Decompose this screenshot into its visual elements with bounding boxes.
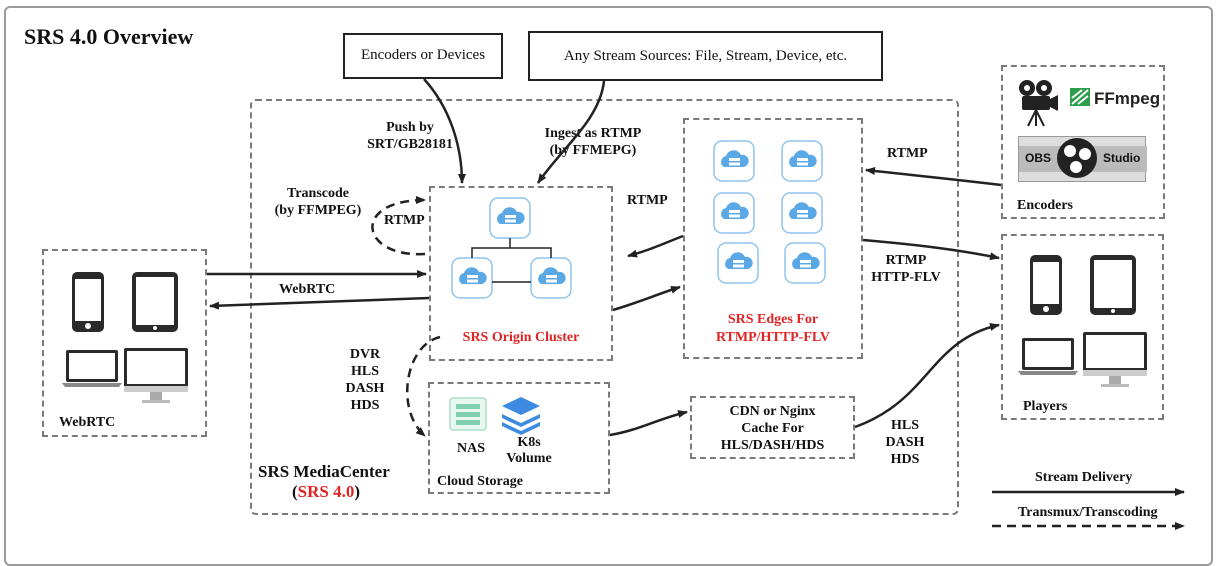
- push-label-line1: Push by: [386, 120, 434, 135]
- paren-close: ): [354, 482, 361, 501]
- edge-to-origin-arrow: [627, 234, 684, 258]
- encoders-or-devices-box: Encoders or Devices: [343, 33, 503, 79]
- edges-to-players-arrow: [862, 238, 1000, 261]
- webrtc-tablet-icon: [132, 272, 178, 332]
- edge-server-5-icon: [717, 242, 759, 284]
- mediacenter-version: SRS 4.0: [297, 482, 355, 501]
- cdn-box: CDN or Nginx Cache For HLS/DASH/HDS: [690, 396, 855, 459]
- origin-connector: [471, 238, 552, 283]
- transcode-label-line2: (by FFMPEG): [274, 203, 362, 218]
- cdn-label-line3: HLS/DASH/HDS: [720, 438, 825, 453]
- k8s-label-line2: Volume: [506, 451, 552, 466]
- ingest-label-line1: Ingest as RTMP: [544, 126, 642, 141]
- webrtc-arrow-label: WebRTC: [279, 282, 336, 297]
- webrtc-clients-box: WebRTC: [42, 249, 207, 437]
- out-hds-label: HDS: [890, 452, 920, 467]
- nas-label: NAS: [457, 441, 486, 456]
- ingest-arrow: [536, 80, 606, 184]
- paren-open: (: [292, 482, 298, 501]
- webrtc-laptop-icon: [62, 350, 122, 387]
- cloud-storage-label: Cloud Storage: [437, 474, 523, 489]
- edge-server-3-icon: [713, 192, 755, 234]
- origin-server-right-icon: [530, 257, 572, 299]
- players-box: Players: [1001, 234, 1164, 420]
- players-tablet-icon: [1090, 255, 1136, 315]
- movie-camera-icon: [1019, 80, 1058, 127]
- rtmp-players-label-line1: RTMP: [885, 253, 927, 268]
- mediacenter-version-line: (SRS 4.0): [292, 482, 360, 502]
- players-label: Players: [1023, 399, 1068, 414]
- encoders-to-edges-arrow: [865, 167, 1002, 187]
- legend-transmux-label: Transmux/Transcoding: [1018, 505, 1158, 520]
- edges-box: SRS Edges For RTMP/HTTP-FLV: [683, 118, 863, 359]
- origin-server-left-icon: [451, 257, 493, 299]
- rtmp-to-origin-label: RTMP: [627, 193, 668, 208]
- mediacenter-label: SRS MediaCenter: [258, 462, 390, 481]
- cdn-label-line2: Cache For: [741, 421, 804, 436]
- diagram-stage: SRS 4.0 Overview Encoders or Devices Any…: [24, 24, 1185, 530]
- origin-to-edge-arrow: [612, 285, 681, 312]
- out-hls-label: HLS: [890, 418, 919, 433]
- hds-label: HDS: [350, 398, 380, 413]
- transcode-label-line1: Transcode: [287, 186, 349, 201]
- players-laptop-icon: [1018, 338, 1078, 375]
- webrtc-clients-label: WebRTC: [59, 415, 116, 430]
- push-label-line2: SRT/GB28181: [367, 137, 453, 152]
- edge-server-2-icon: [781, 140, 823, 182]
- mediacenter-container: [250, 99, 959, 515]
- rtmp-players-label-line2: HTTP-FLV: [871, 270, 941, 285]
- cdn-to-players-arrow: [854, 323, 1000, 429]
- hls-label: HLS: [350, 364, 379, 379]
- ffmpeg-logo-icon: [1070, 88, 1090, 106]
- rtmp-loop-label: RTMP: [384, 213, 425, 228]
- encoders-label: Encoders: [1017, 198, 1073, 213]
- edge-server-1-icon: [713, 140, 755, 182]
- encoders-or-devices-label: Encoders or Devices: [360, 47, 486, 63]
- push-arrow: [423, 78, 466, 184]
- origin-to-storage-arrow: [405, 335, 441, 437]
- players-desktop-icon: [1083, 332, 1147, 387]
- any-stream-sources-box: Any Stream Sources: File, Stream, Device…: [528, 31, 883, 81]
- legend-stream-delivery-label: Stream Delivery: [1035, 470, 1133, 485]
- diagram-svg: [62, 78, 1185, 530]
- obs-logo-icon: [1057, 138, 1097, 178]
- edges-label-line1: SRS Edges For: [727, 312, 819, 327]
- dvr-label: DVR: [349, 347, 381, 362]
- webrtc-phone-icon: [72, 272, 104, 332]
- k8s-label-line1: K8s: [517, 435, 541, 450]
- cloud-storage-box: NAS K8s Volume Cloud Storage: [428, 382, 610, 494]
- any-stream-sources-label: Any Stream Sources: File, Stream, Device…: [563, 48, 848, 64]
- players-phone-icon: [1030, 255, 1062, 315]
- diagram-title: SRS 4.0 Overview: [24, 24, 194, 49]
- origin-cluster-box: SRS Origin Cluster: [429, 186, 613, 361]
- origin-server-top-icon: [489, 197, 531, 239]
- transcode-loop-arrow: [371, 196, 426, 256]
- origin-to-webrtc-arrow: [209, 296, 430, 310]
- nas-icon: [449, 397, 487, 431]
- origin-cluster-label: SRS Origin Cluster: [462, 330, 580, 345]
- ingest-label-line2: (by FFMEPG): [549, 143, 637, 158]
- storage-to-cdn-arrow: [609, 410, 688, 437]
- edge-server-6-icon: [784, 242, 826, 284]
- webrtc-desktop-icon: [124, 348, 188, 403]
- out-dash-label: DASH: [885, 435, 925, 450]
- cdn-label-line1: CDN or Nginx: [729, 404, 816, 419]
- obs-text-right: Studio: [1103, 151, 1141, 165]
- dash-label: DASH: [345, 381, 385, 396]
- obs-text-left: OBS: [1025, 151, 1052, 165]
- rtmp-encoders-label: RTMP: [887, 146, 928, 161]
- edges-label-line2: RTMP/HTTP-FLV: [715, 330, 831, 345]
- encoders-box: Encoders: [1001, 65, 1165, 219]
- k8s-volume-icon: [502, 397, 540, 435]
- edge-server-4-icon: [781, 192, 823, 234]
- ffmpeg-logo-text: FFmpeg: [1094, 89, 1161, 108]
